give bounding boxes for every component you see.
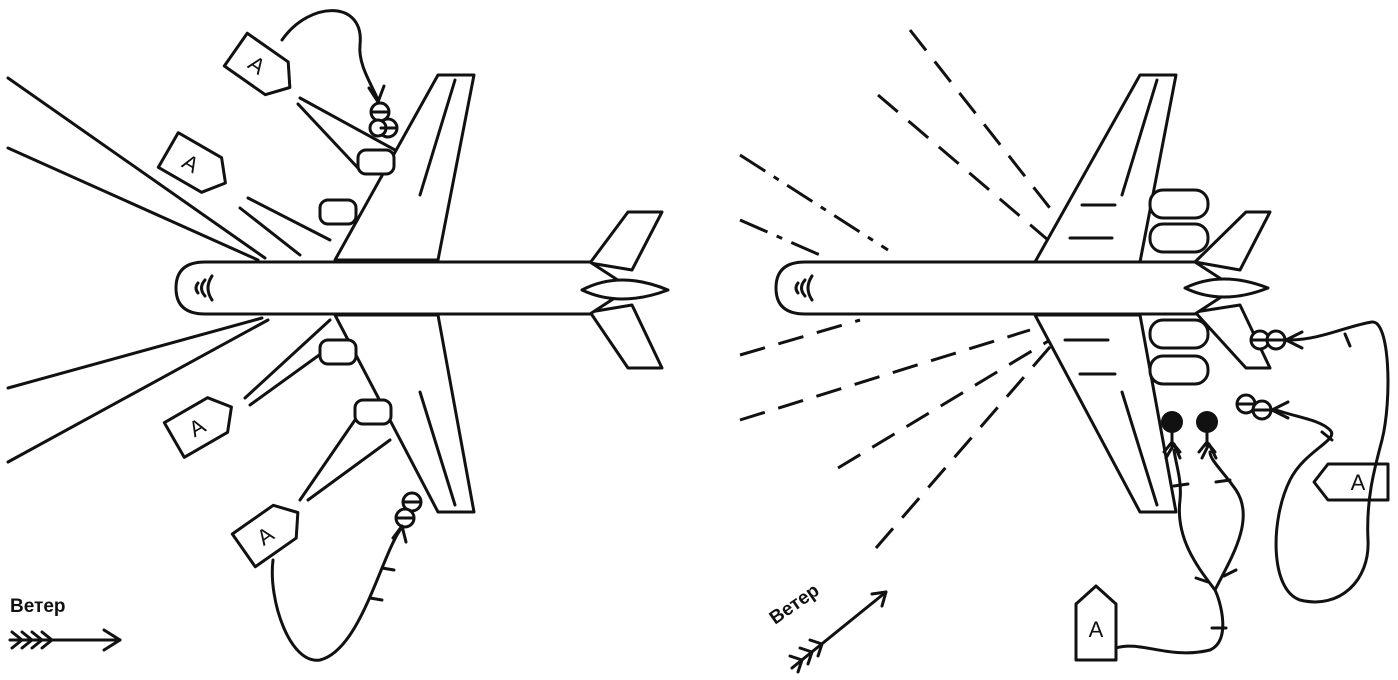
left-fuselage [174,260,632,316]
right-hose-3 [1274,408,1334,602]
arrow-head [1270,400,1290,420]
vehicle-label: A [1089,617,1104,642]
left-crew-top [368,101,399,139]
right-upper-stabilizer [1193,210,1272,272]
left-airplane [174,73,670,514]
right-lower-stabilizer [1193,303,1272,370]
left-lower-stabilizer [588,303,664,370]
left-engine-3 [318,338,358,366]
right-water-jets [739,29,1077,549]
wind-label: Ветер [10,596,66,617]
wind-arrow-left [8,628,122,652]
left-upper-wing [333,73,476,262]
arrow-head [367,84,386,104]
arrow-head [1284,330,1304,350]
left-scheme: A A A A [6,9,670,662]
right-engine-4 [1148,354,1210,386]
right-truck-2: A [1074,584,1118,662]
wind-label: Ветер [766,580,824,629]
right-airplane [774,73,1272,514]
left-tail-cone [580,278,670,301]
left-truck-1: A [222,31,292,97]
left-engine-4 [353,398,393,426]
right-crew-top [1249,329,1287,351]
arrow-head [391,524,408,544]
arrow-head [1200,442,1218,460]
right-engine-1 [1148,188,1210,220]
arrow-head [1164,442,1182,460]
wind-indicator-right: Ветер [766,580,824,629]
right-firefighter-2 [1196,411,1218,454]
left-crew-bottom [394,491,423,529]
right-hose-4 [1288,320,1390,604]
right-hose-2 [1208,450,1245,592]
right-tail-cone [1183,277,1270,299]
right-fuselage [774,260,1237,316]
right-crew-middle [1235,393,1273,421]
left-hose-top [280,9,380,102]
vehicle-label: A [1351,470,1366,495]
right-engine-3 [1148,318,1210,350]
left-truck-2: A [156,131,227,194]
wind-arrow-right [788,590,888,674]
left-hose-bottom [270,528,402,662]
left-water-jets [6,76,397,502]
left-engine-2 [318,198,358,226]
right-truck-1: A [1312,462,1390,502]
left-upper-stabilizer [588,210,664,272]
left-truck-3: A [162,396,233,459]
right-engine-2 [1148,222,1210,254]
left-engine-1 [356,148,396,176]
left-truck-4: A [230,503,300,569]
right-scheme: A A Ветер [739,29,1390,674]
